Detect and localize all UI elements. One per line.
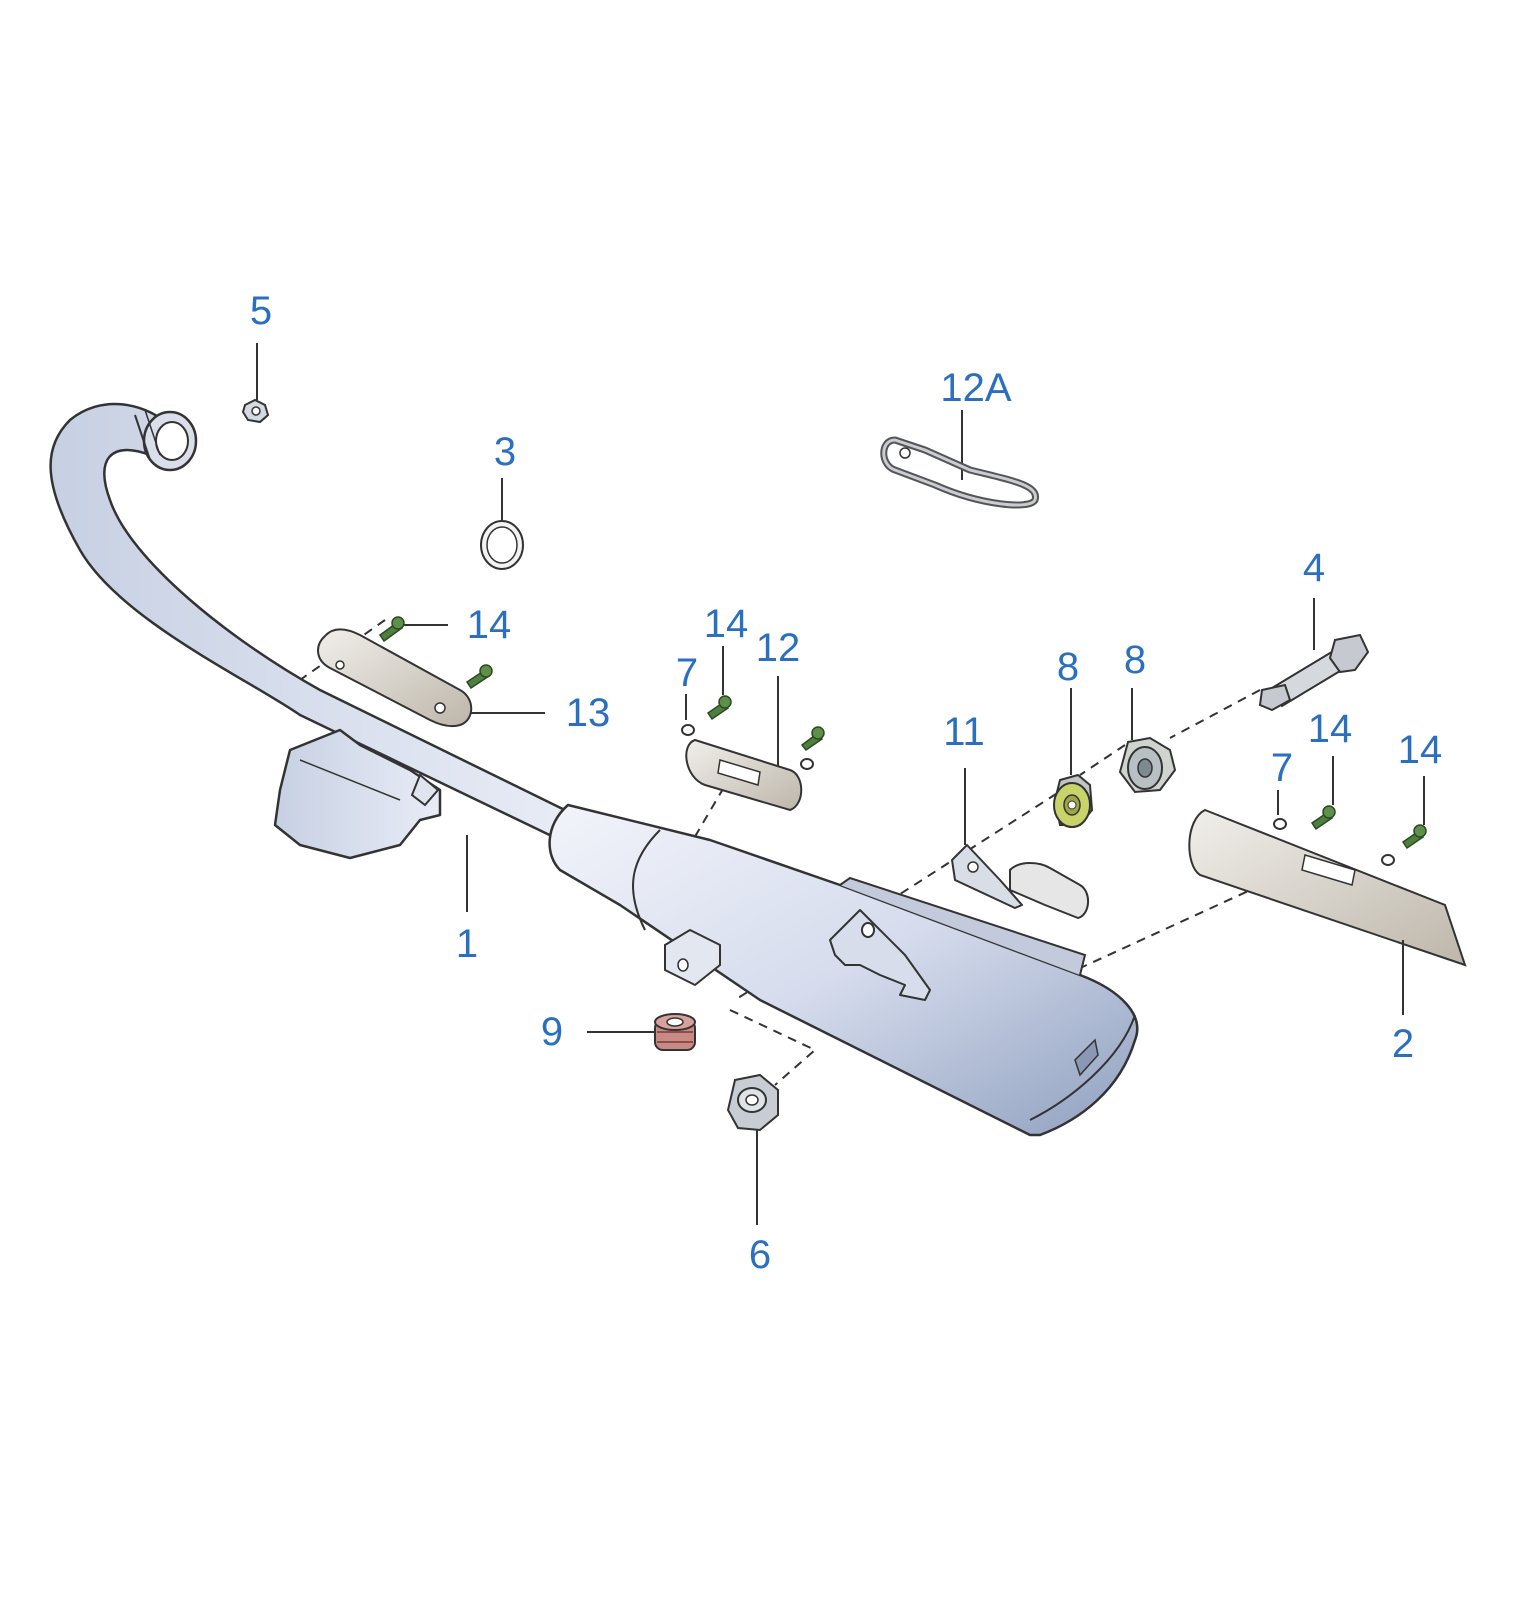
exhaust-header-pipe bbox=[49, 402, 577, 912]
part-3-gasket-ring bbox=[480, 478, 524, 570]
part-4-bolt bbox=[1258, 598, 1370, 712]
part-8-damper-left bbox=[1053, 688, 1094, 828]
part-6-flange-nut bbox=[726, 1073, 779, 1225]
callout-3: 3 bbox=[493, 430, 517, 474]
callout-13: 13 bbox=[565, 691, 611, 735]
callout-8-left: 8 bbox=[1056, 645, 1080, 689]
part-14-screw-d bbox=[800, 726, 825, 752]
callout-1: 1 bbox=[455, 922, 479, 966]
part-14-screw-f bbox=[1401, 776, 1427, 850]
callout-12a: 12A bbox=[940, 366, 1012, 410]
part-7-washer-d bbox=[1381, 854, 1395, 866]
callout-7-left: 7 bbox=[675, 651, 699, 695]
callout-14-d: 14 bbox=[1397, 728, 1443, 772]
part-14-screw-a bbox=[378, 616, 448, 643]
callout-14-c: 14 bbox=[1307, 707, 1353, 751]
part-7-washer-a bbox=[681, 694, 695, 736]
callout-9: 9 bbox=[540, 1010, 564, 1054]
muffler-body bbox=[548, 803, 1139, 1137]
callout-14-a: 14 bbox=[466, 603, 512, 647]
part-7-washer-b bbox=[800, 758, 814, 770]
callout-5: 5 bbox=[249, 289, 273, 333]
callout-6: 6 bbox=[748, 1233, 772, 1277]
callout-7-right: 7 bbox=[1270, 746, 1294, 790]
part-2-heat-shield-plate bbox=[1188, 808, 1467, 1015]
part-11-bracket bbox=[951, 768, 1089, 920]
part-7-washer-c bbox=[1273, 790, 1287, 830]
callout-14-b: 14 bbox=[703, 602, 749, 646]
part-9-bushing bbox=[587, 1013, 696, 1051]
callout-12: 12 bbox=[755, 626, 801, 670]
part-14-screw-e bbox=[1310, 756, 1336, 831]
part-8-damper-right bbox=[1118, 688, 1177, 794]
callout-4: 4 bbox=[1302, 546, 1326, 590]
part-5-nut bbox=[241, 343, 270, 424]
part-12-plate bbox=[685, 676, 803, 812]
callout-2: 2 bbox=[1391, 1022, 1415, 1066]
part-13-heat-shield-plate bbox=[317, 628, 545, 728]
callout-8-right: 8 bbox=[1123, 638, 1147, 682]
part-14-screw-c bbox=[706, 646, 732, 721]
part-12a-wire-clamp bbox=[880, 410, 1039, 509]
part-14-screw-b bbox=[465, 664, 493, 690]
callout-11: 11 bbox=[943, 710, 985, 754]
